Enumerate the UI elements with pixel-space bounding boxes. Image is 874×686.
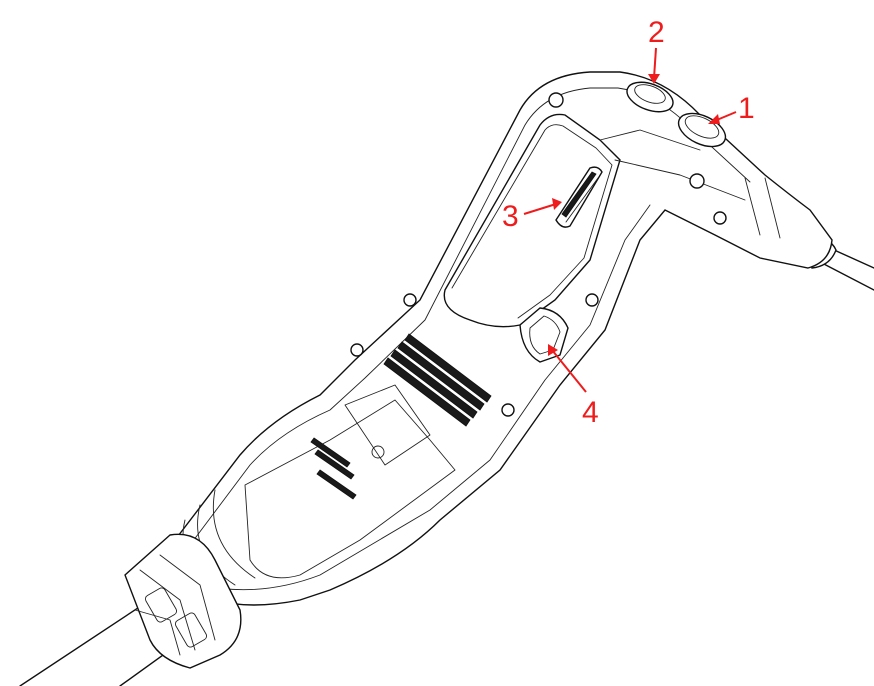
vent-slots (310, 333, 492, 500)
callout-number-2: 2 (648, 16, 665, 49)
callout-3: 3 (502, 198, 562, 233)
front-clamp (124, 533, 242, 669)
screw-holes (350, 92, 727, 417)
callout-2: 2 (648, 16, 665, 84)
callout-number-4: 4 (582, 396, 599, 429)
callout-number-1: 1 (738, 92, 755, 125)
trigger-button[interactable] (519, 307, 569, 363)
callout-number-3: 3 (502, 200, 519, 233)
handle-body (174, 71, 833, 606)
top-button-left[interactable] (623, 77, 677, 118)
callout-4: 4 (548, 344, 599, 429)
side-slider[interactable] (555, 166, 603, 228)
callout-1: 1 (708, 92, 755, 125)
